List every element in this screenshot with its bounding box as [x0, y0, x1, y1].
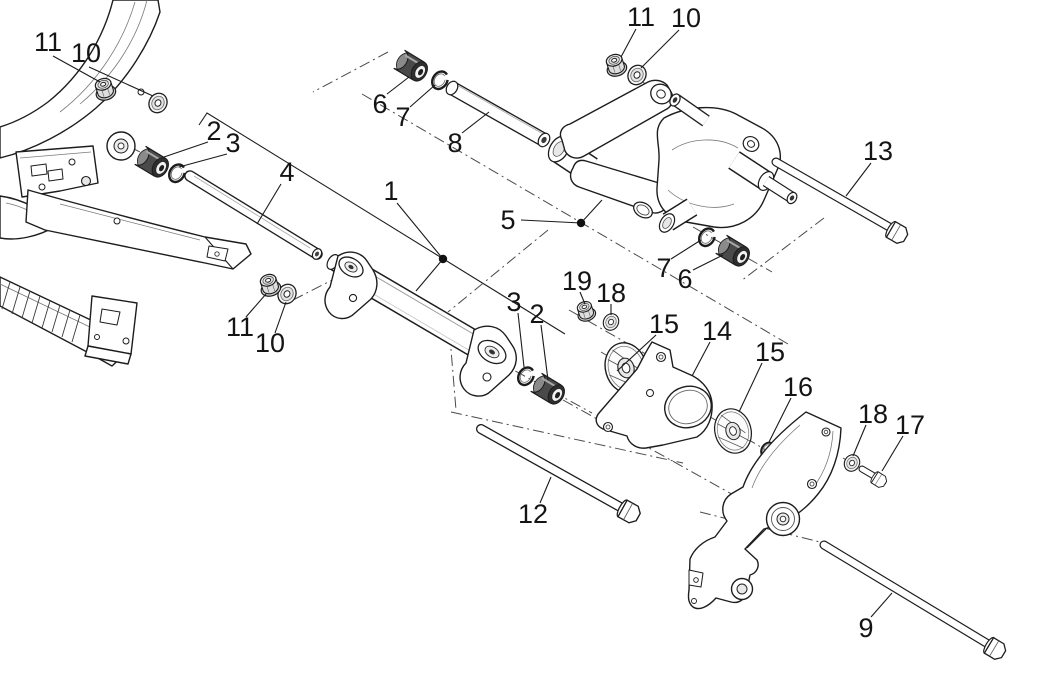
callout-leader-13: [845, 162, 872, 197]
callout-label-3-3: 3: [225, 128, 240, 158]
callout-label-10-26: 10: [255, 328, 285, 358]
callout-leader-6: [692, 254, 724, 271]
bushing-part6-right: [713, 233, 754, 271]
callout-label-19-15: 19: [562, 266, 592, 296]
swingarm-part1: [324, 251, 517, 397]
callout-leader-16: [768, 397, 792, 443]
callout-leader-18: [852, 424, 867, 457]
callout-label-7-8: 7: [395, 102, 410, 132]
callout-label-10-1: 10: [71, 38, 101, 68]
callout-leader-11: [620, 28, 637, 58]
callout-label-11-25: 11: [226, 312, 254, 342]
callout-leader-6: [386, 76, 410, 95]
callout-label-14-20: 14: [702, 316, 732, 346]
bolt-part12: [476, 424, 644, 527]
callout-label-2-2: 2: [206, 116, 221, 146]
support-bracket-part14: [595, 341, 713, 449]
callout-leader-12: [539, 476, 552, 504]
callout-label-5-6: 5: [500, 205, 515, 235]
callout-leader-8: [461, 111, 490, 134]
callout-leader-4: [256, 183, 282, 225]
callout-leader-11: [245, 293, 267, 318]
callout-leader-2: [540, 324, 549, 381]
callout-label-9-28: 9: [858, 613, 873, 643]
callout-label-8-9: 8: [447, 128, 462, 158]
nut-part19: [573, 298, 598, 324]
callout-leader-10: [640, 29, 680, 69]
callout-anchor-dot-1: [438, 254, 448, 264]
bushing-part2-center: [528, 371, 569, 409]
callout-label-11-0: 11: [34, 27, 62, 57]
callout-label-6-14: 6: [677, 264, 692, 294]
engine-mount-bracket: [687, 411, 842, 610]
callout-label-13-12: 13: [863, 136, 893, 166]
callout-leader-3: [178, 153, 228, 168]
nut-part11-topright: [602, 51, 630, 80]
callout-leader-10: [88, 66, 154, 97]
pivot-rod-part4: [184, 170, 323, 260]
callout-label-6-7: 6: [372, 89, 387, 119]
linkage-assembly-part5: [547, 79, 798, 233]
callout-anchor-dot-5: [576, 218, 586, 228]
callout-leader-11: [52, 55, 101, 83]
callout-label-3-17: 3: [506, 287, 521, 317]
callout-label-17-24: 17: [895, 410, 925, 440]
circlip-part3-center: [513, 363, 539, 390]
callout-leader-19: [579, 291, 586, 305]
callout-label-10-11: 10: [671, 3, 701, 33]
callout-leader-15: [738, 362, 763, 413]
callout-label-15-21: 15: [755, 337, 785, 367]
callout-label-12-27: 12: [518, 499, 548, 529]
bolt-part9: [819, 540, 1009, 663]
callout-leader-14: [691, 341, 711, 377]
callout-leader-3: [517, 312, 525, 368]
callout-leader-10: [274, 301, 287, 334]
callout-label-2-18: 2: [529, 299, 544, 329]
callout-label-16-22: 16: [783, 372, 813, 402]
callout-label-7-13: 7: [656, 253, 671, 283]
bolt-part17: [858, 465, 890, 490]
circlip-part7-right: [694, 224, 720, 251]
callout-label-4-4: 4: [279, 157, 294, 187]
frame-assembly: [0, 0, 252, 367]
spacer-tube-part8: [445, 80, 551, 148]
callout-leader-7: [409, 84, 436, 108]
callout-leader-15: [616, 334, 657, 372]
callout-leader-17: [881, 435, 904, 472]
callout-label-15-19: 15: [649, 309, 679, 339]
damper-disc-part15-right: [708, 403, 758, 459]
callout-leader-7: [670, 239, 702, 260]
callout-label-18-16: 18: [596, 278, 626, 308]
callout-label-1-5: 1: [383, 176, 398, 206]
bolt-part13: [771, 157, 911, 247]
bushing-part6-top: [391, 48, 432, 86]
callout-leader-1: [396, 202, 444, 292]
callout-label-11-10: 11: [627, 2, 655, 32]
callout-label-18-23: 18: [858, 399, 888, 429]
bushing-part2-front: [132, 144, 173, 182]
callout-leader-2: [163, 141, 209, 158]
callout-leader-9: [870, 592, 893, 618]
